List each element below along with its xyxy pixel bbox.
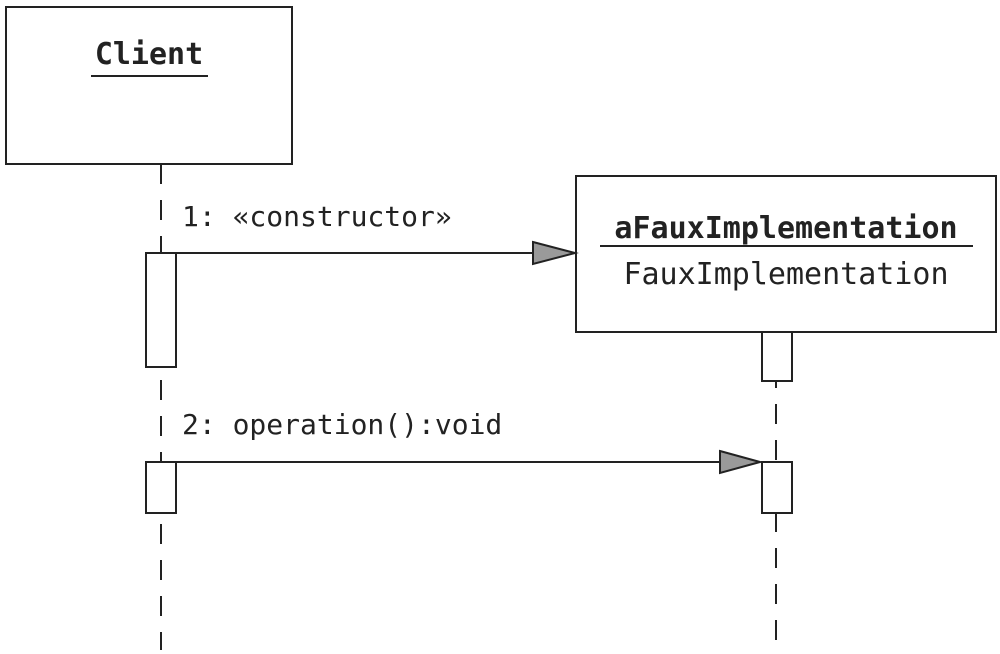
faux-implementation-activation-2 <box>761 461 793 514</box>
faux-implementation-instance-name: aFauxImplementation <box>614 211 957 246</box>
client-box <box>5 6 293 165</box>
message-2-label: 2: operation():void <box>182 408 502 441</box>
client-name: Client <box>95 37 203 72</box>
message-1-arrowhead <box>532 240 579 266</box>
faux-implementation-type-name: FauxImplementation <box>623 257 948 292</box>
client-participant[interactable]: Client <box>5 6 293 165</box>
client-activation-1 <box>145 252 177 368</box>
faux-implementation-box <box>575 175 997 333</box>
message-2-arrowhead <box>719 449 764 475</box>
message-1-label: 1: «constructor» <box>182 200 452 233</box>
faux-implementation-participant[interactable]: aFauxImplementation FauxImplementation <box>575 175 997 333</box>
client-activation-2 <box>145 461 177 514</box>
faux-implementation-activation-1 <box>761 331 793 382</box>
